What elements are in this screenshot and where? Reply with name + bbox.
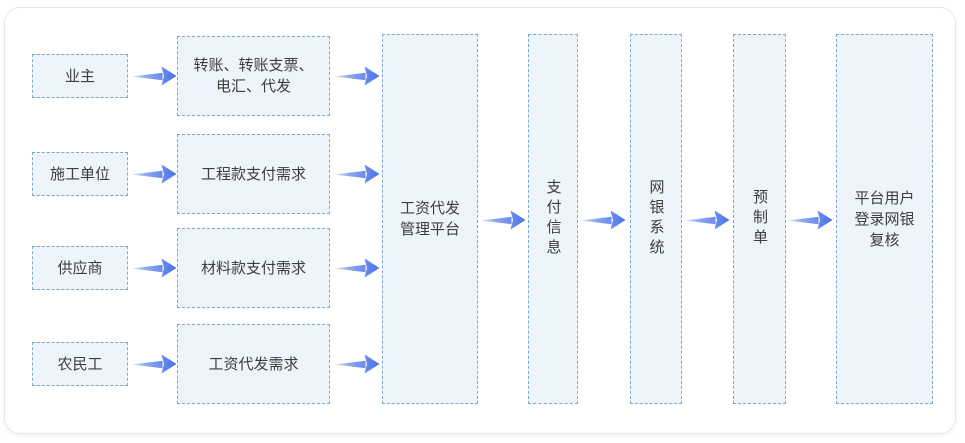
box-transfer-methods: 转账、转账支票、 电汇、代发	[177, 36, 330, 116]
arrow-right-icon	[334, 164, 380, 184]
box-platform-user-review-label: 平台用户 登录网银 复核	[854, 188, 915, 249]
box-prepared-order-label: 预制单	[751, 189, 769, 249]
arrow-right-icon	[684, 210, 730, 230]
arrow-right-icon	[334, 66, 380, 86]
arrow-right-icon	[787, 210, 833, 230]
box-salary-platform-label: 工资代发 管理平台	[399, 199, 460, 238]
box-material-payment-demand: 材料款支付需求	[177, 228, 330, 308]
arrow-right-icon	[131, 258, 177, 278]
arrow-right-icon	[334, 354, 380, 374]
box-owner-label: 业主	[64, 66, 95, 85]
box-owner: 业主	[32, 54, 128, 98]
box-salary-payment-demand-label: 工资代发需求	[208, 354, 299, 373]
box-salary-payment-demand: 工资代发需求	[177, 324, 330, 404]
box-migrant-workers-label: 农民工	[57, 354, 103, 373]
box-payment-info-label: 支付信息	[544, 179, 563, 259]
box-supplier: 供应商	[32, 246, 128, 290]
box-transfer-methods-label: 转账、转账支票、 电汇、代发	[193, 56, 314, 95]
box-prepared-order: 预制单	[733, 34, 786, 404]
box-supplier-label: 供应商	[57, 258, 103, 277]
box-project-payment-demand: 工程款支付需求	[177, 134, 330, 214]
box-project-payment-demand-label: 工程款支付需求	[200, 164, 306, 183]
arrow-right-icon	[131, 164, 177, 184]
arrow-right-icon	[480, 210, 526, 230]
arrow-right-icon	[334, 258, 380, 278]
arrow-right-icon	[580, 210, 626, 230]
box-online-banking-system: 网银系统	[630, 34, 682, 404]
box-construction-unit: 施工单位	[32, 152, 128, 196]
arrow-right-icon	[131, 354, 177, 374]
arrow-right-icon	[131, 66, 177, 86]
box-salary-platform: 工资代发 管理平台	[382, 34, 478, 404]
box-online-banking-system-label: 网银系统	[647, 179, 666, 259]
box-platform-user-review: 平台用户 登录网银 复核	[836, 34, 933, 404]
box-migrant-workers: 农民工	[32, 342, 128, 386]
box-construction-unit-label: 施工单位	[49, 164, 110, 183]
box-material-payment-demand-label: 材料款支付需求	[200, 258, 306, 277]
box-payment-info: 支付信息	[528, 34, 578, 404]
